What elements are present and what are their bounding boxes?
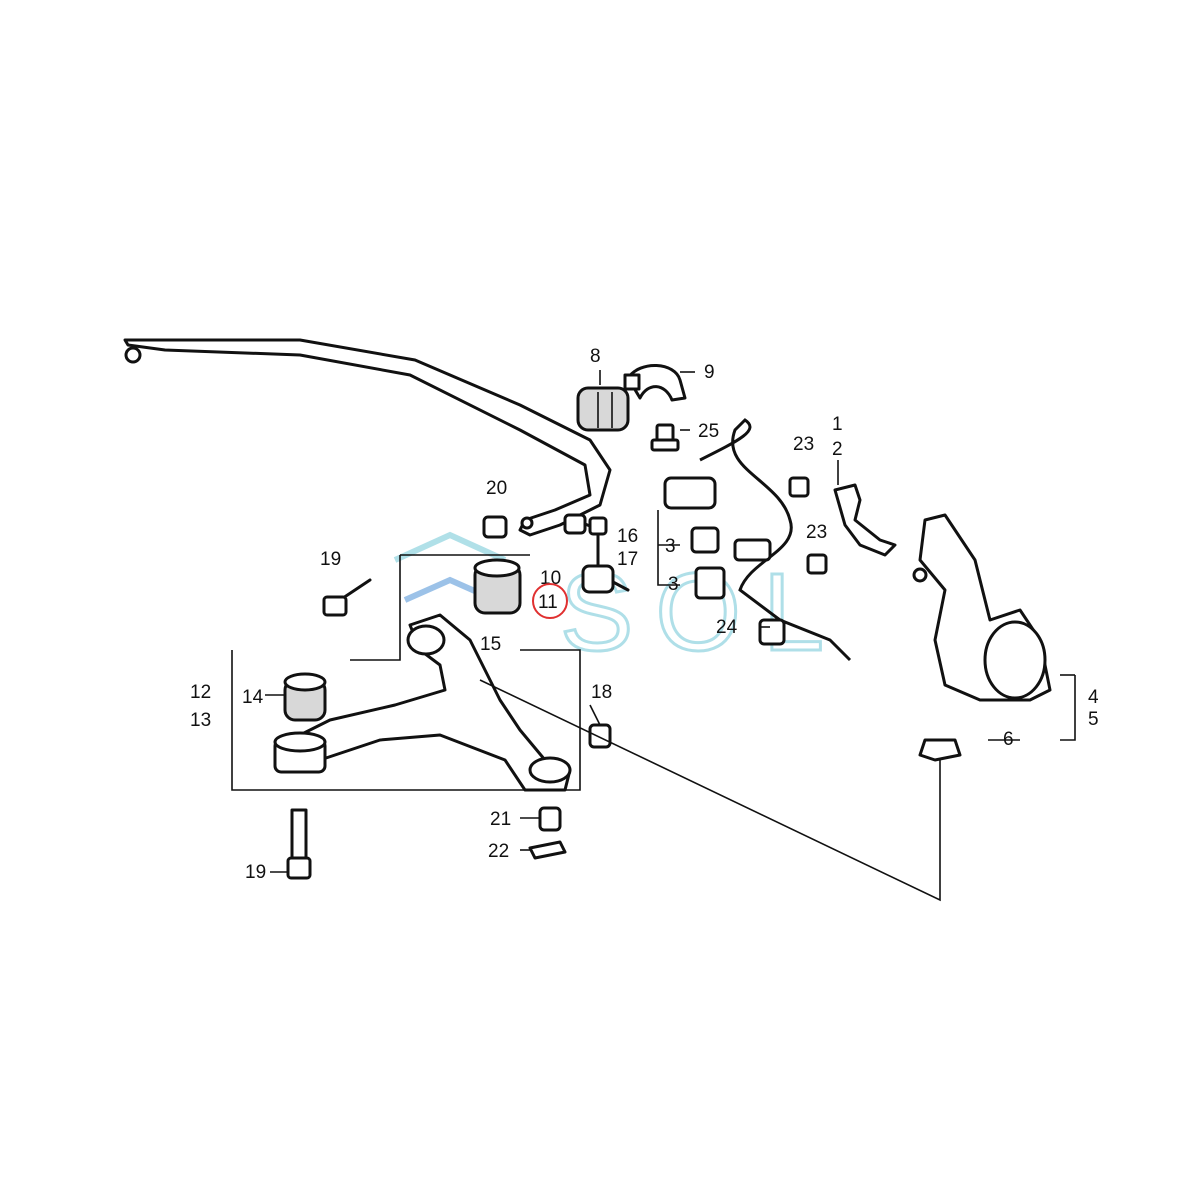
lower-arm-bushing-large [273, 731, 327, 774]
label-3-lower: 3 [668, 574, 679, 595]
label-9: 9 [704, 362, 715, 383]
highlight-circle [532, 583, 568, 619]
label-25: 25 [698, 421, 719, 442]
stabilizer-bar [123, 338, 612, 537]
lower-arm-bushing-14 [283, 672, 327, 722]
bolt-19-lower [286, 808, 312, 880]
label-21: 21 [490, 809, 511, 830]
label-20: 20 [486, 478, 507, 499]
label-6: 6 [1003, 729, 1014, 750]
label-19-lower: 19 [245, 862, 266, 883]
ball-joint-boot [918, 738, 962, 762]
callout-numbers: 1 2 3 3 4 5 6 8 9 10 11 12 13 14 15 16 1… [190, 346, 1099, 883]
clamp-3-upper [690, 526, 720, 554]
nut-18 [588, 723, 612, 749]
sensor-bracket [833, 483, 897, 557]
stabilizer-link [563, 513, 630, 594]
label-4: 4 [1088, 687, 1099, 708]
label-17: 17 [617, 549, 638, 570]
steering-knuckle [912, 513, 1052, 702]
abs-sensor-harness [663, 418, 852, 662]
label-12: 12 [190, 682, 211, 703]
label-15: 15 [480, 634, 501, 655]
label-19-upper: 19 [320, 549, 341, 570]
bolt-23-upper [788, 476, 810, 498]
clip-22 [528, 840, 567, 860]
label-22: 22 [488, 841, 509, 862]
label-14: 14 [242, 687, 264, 708]
clamp-3-lower [694, 566, 726, 600]
nut-21 [538, 806, 562, 832]
bolt-23-lower [806, 553, 828, 575]
label-11: 11 [538, 592, 558, 613]
label-18: 18 [591, 682, 612, 703]
leader-lines [231, 370, 1076, 902]
label-2: 2 [832, 439, 843, 460]
label-1: 1 [832, 414, 843, 435]
lower-arm [298, 613, 572, 792]
stabilizer-bushing [576, 386, 630, 432]
label-13: 13 [190, 710, 211, 731]
compliance-bushing [473, 558, 522, 615]
label-24: 24 [716, 617, 738, 638]
label-8: 8 [590, 346, 601, 367]
bushing-holder [623, 364, 687, 402]
label-23-lower: 23 [806, 522, 827, 543]
bolt-25 [650, 423, 680, 452]
nut-20 [482, 515, 508, 539]
label-16: 16 [617, 526, 638, 547]
label-5: 5 [1088, 709, 1099, 730]
label-3-upper: 3 [665, 536, 676, 557]
bolt-19-upper [322, 578, 372, 617]
label-23-upper: 23 [793, 434, 814, 455]
